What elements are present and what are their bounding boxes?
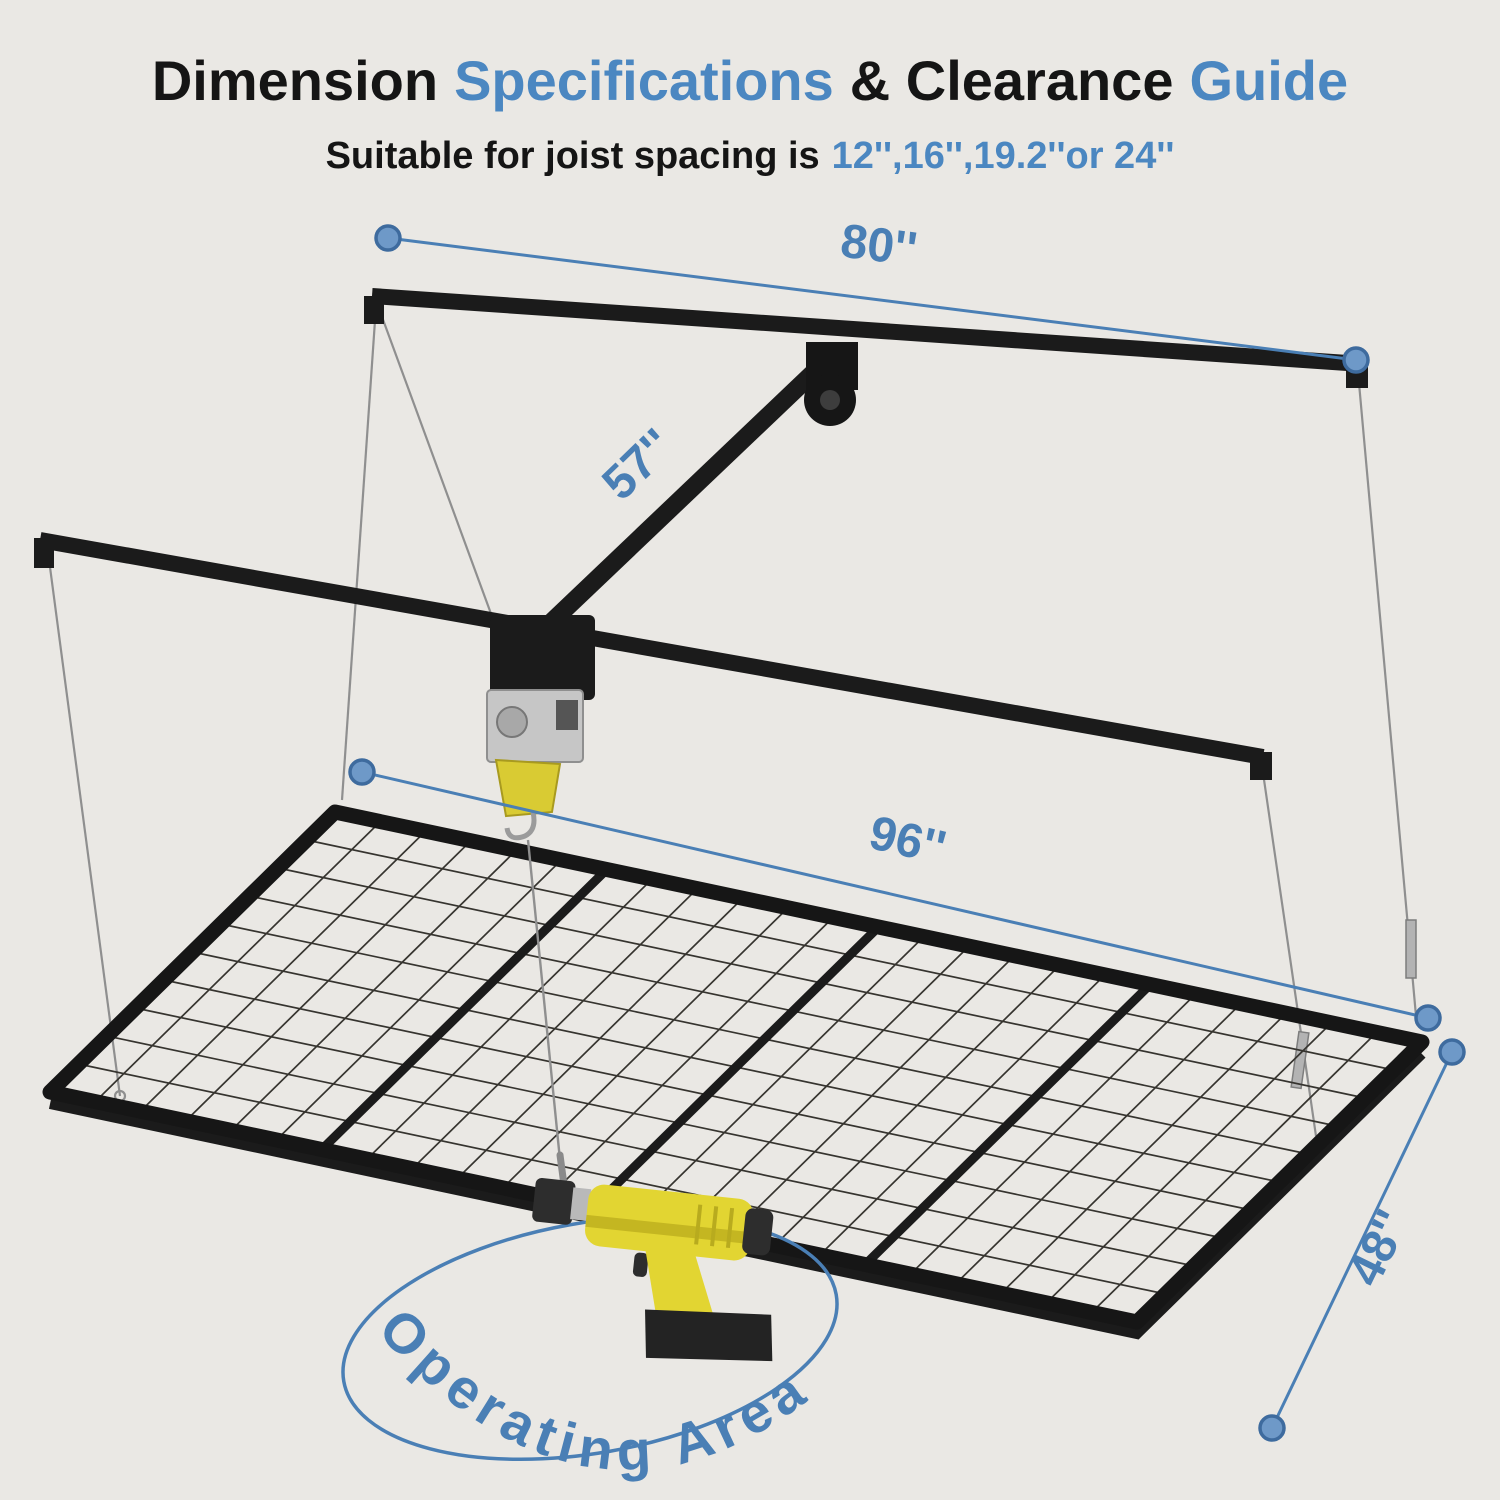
platform-frame [42,804,1430,1330]
center-pulley-hub [820,390,840,410]
cable-front-left [46,551,122,1097]
cable-to-winch [376,305,510,661]
dimension-endpoint-dot [1438,1038,1466,1066]
drill-battery [645,1309,773,1362]
mesh-line [819,974,1106,1256]
mesh-line [547,916,834,1199]
drill-handle [645,1249,715,1319]
title-part-2: Specifications [454,49,834,112]
title-part-1: Dimension [152,49,438,112]
winch-drum [496,706,528,738]
storage-platform [42,804,1430,1340]
dim-line-96 [361,770,1429,1020]
title-part-3: & Clearance [850,49,1174,112]
dimension-endpoint-dot [1258,1414,1286,1442]
subtitle-prefix: Suitable for joist spacing is [326,135,820,177]
mesh-line [502,907,789,1189]
suspension-cables [46,305,1418,1137]
turnbuckle-right [1405,919,1417,979]
mesh-line [774,964,1061,1246]
dimension-endpoint-dot [348,758,376,786]
cross-beam [513,345,842,659]
dimension-endpoint-dot [1414,1004,1442,1032]
cable-back-right [1356,371,1418,1017]
mesh-line [955,1003,1242,1285]
operating-area-ellipse [341,1214,839,1462]
mesh-line [1045,1022,1333,1304]
cable-front-right [1260,765,1318,1137]
drill-rear-cap [742,1208,774,1256]
mesh-line [1000,1012,1287,1294]
mesh-line [94,820,381,1103]
dim-line-80 [387,236,1357,362]
winch-assembly [486,689,584,1204]
mesh-line [683,945,970,1227]
top-rail [371,288,1363,372]
drill-vents [694,1204,735,1249]
mesh-line [366,878,653,1160]
mesh-line [139,830,427,1112]
drill-trigger [632,1252,649,1277]
drill-chuck [532,1177,576,1225]
beam-junction-box [490,615,595,700]
mesh-line [638,935,925,1218]
mesh-line [411,888,698,1170]
frame-depth-edge [48,1050,1426,1340]
power-drill [532,1177,774,1362]
ceiling-rails [34,288,1368,780]
cable-back-left [340,305,378,801]
dimension-endpoint-dot [1342,346,1370,374]
mesh-line [728,955,1015,1237]
mesh-line [909,993,1197,1275]
mesh-line [318,866,610,1153]
mesh-line [1091,1031,1378,1314]
title-part-4: Guide [1189,49,1348,112]
winch-bracket [494,758,562,818]
dim-line-48 [1270,1051,1454,1429]
lower-rail-left-pulley [34,538,54,568]
lift-cable [526,839,562,1161]
dim-label-rail-length: 80'' [838,215,920,277]
drill-collar [570,1187,592,1222]
top-rail-left-pulley [364,296,384,324]
lower-rail-right-pulley [1250,752,1272,780]
mesh-line [862,981,1154,1268]
lower-rail [38,532,1265,765]
drill-body-stripe [585,1214,752,1245]
page-subtitle: Suitable for joist spacing is 12'',16'',1… [326,135,1175,177]
winch-hook [504,811,537,841]
subtitle-values: 12'',16'',19.2''or 24'' [832,135,1175,177]
mesh-line [185,840,472,1122]
mesh-line [230,849,517,1131]
mesh-line [457,897,744,1179]
wire-mesh [78,820,1394,1314]
mesh-line [275,859,563,1141]
winch-motor [556,700,578,730]
dimension-endpoint-dot [374,224,402,252]
mesh-line [590,923,882,1211]
